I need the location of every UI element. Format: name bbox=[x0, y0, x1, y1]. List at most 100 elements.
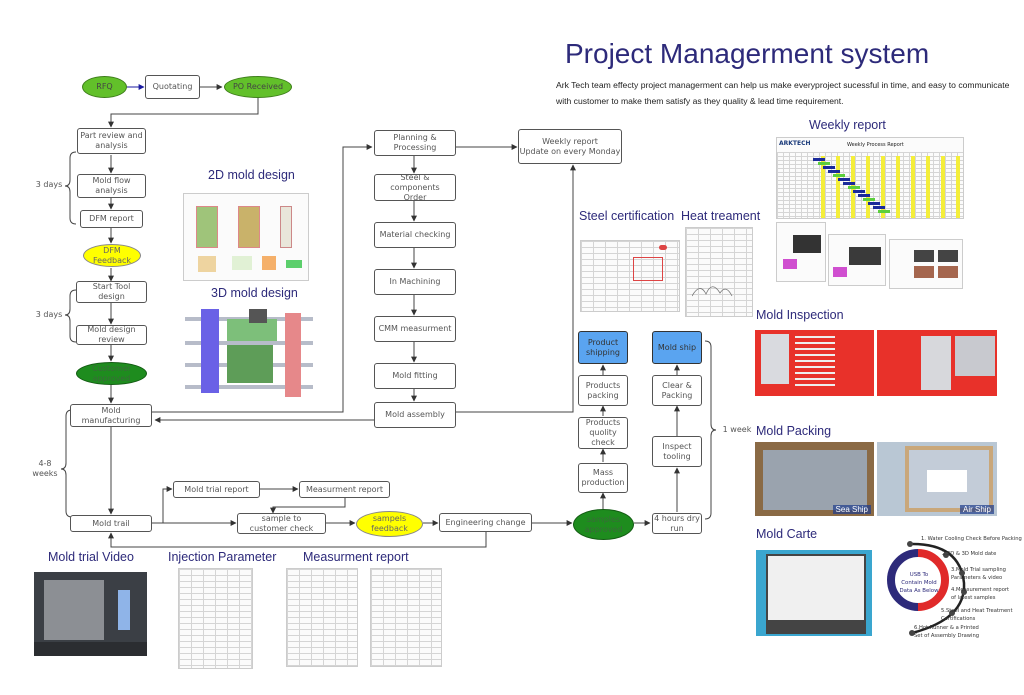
node-material-checking: Material checking bbox=[374, 222, 456, 248]
node-engineering-change: Engineering change bbox=[439, 513, 532, 532]
gantt-task-bar bbox=[813, 158, 825, 161]
section-title-measurment-report: Measurment report bbox=[303, 550, 409, 564]
gantt-milestone-column bbox=[956, 156, 960, 218]
gantt-milestone-column bbox=[926, 156, 930, 218]
weekly-report-page-2 bbox=[828, 234, 886, 286]
mold-carte-item-6: 6.Hot Runner & a Printed Set of Assembly… bbox=[914, 625, 980, 639]
carte-step-dot-3 bbox=[959, 570, 965, 576]
mold-carte-item-3: 3.Mold Trial sampling Parameters & video bbox=[951, 567, 1006, 581]
gantt-milestone-column bbox=[836, 156, 840, 218]
gantt-task-bar bbox=[858, 194, 870, 197]
mold-carte-item-1: 1. Water Cooling Check Before Packing bbox=[921, 536, 1022, 542]
mold-inspection-photo-2 bbox=[877, 330, 997, 396]
mold-carte-item-5: 5.Steel and Heat Treatment Certification… bbox=[941, 608, 1013, 622]
sea-ship-label: Sea Ship bbox=[832, 505, 871, 514]
weekly-report-page-3 bbox=[889, 239, 963, 289]
mold-carte-item-4: 4.Measurement report of latest samples bbox=[951, 587, 1010, 601]
section-title-weekly-report: Weekly report bbox=[809, 118, 886, 132]
mold-carte-usb-ring bbox=[887, 541, 967, 636]
gantt-milestone-column bbox=[941, 156, 945, 218]
node-inspect-tooling: Inspect tooling bbox=[652, 436, 702, 467]
weekly-report-page-1 bbox=[776, 222, 826, 282]
mold-packing-air-ship-photo: Air Ship bbox=[877, 442, 997, 516]
node-product-shipping: Product shipping bbox=[578, 331, 628, 364]
section-title-injection-parameter: Injection Parameter bbox=[168, 550, 277, 564]
steel-certificate-image bbox=[580, 240, 680, 312]
node-po-received: PO Received bbox=[224, 76, 292, 98]
gantt-task-bar bbox=[878, 210, 890, 213]
gantt-task-bar bbox=[828, 170, 840, 173]
node-quotating: Quotating bbox=[145, 75, 200, 99]
node-start-tool-design: Start Tool design bbox=[76, 281, 147, 303]
node-measurment-report: Measurment report bbox=[299, 481, 390, 498]
gantt-task-bar bbox=[818, 162, 830, 165]
node-mold-fitting: Mold fitting bbox=[374, 363, 456, 389]
node-mold-assembly: Mold assembly bbox=[374, 402, 456, 428]
node-mold-flow: Mold flow analysis bbox=[77, 174, 146, 198]
weekly-report-heading: Weekly Process Report bbox=[847, 142, 904, 148]
duration-label-dfm: 3 days bbox=[35, 180, 63, 189]
section-title-mold-packing: Mold Packing bbox=[756, 424, 832, 438]
section-title-mold-carte: Mold Carte bbox=[756, 527, 818, 541]
node-mass-production: Mass production bbox=[578, 463, 628, 493]
node-dfm-feedback: DFM Feedback bbox=[83, 244, 141, 267]
heat-treatment-report-image bbox=[685, 227, 753, 317]
node-sampels-feedback: sampels feedback bbox=[356, 511, 423, 537]
carte-step-dot-5 bbox=[949, 610, 955, 616]
node-rfq: RFQ bbox=[82, 76, 127, 98]
gantt-milestone-column bbox=[881, 156, 885, 218]
gantt-task-bar bbox=[848, 186, 860, 189]
air-ship-label: Air Ship bbox=[959, 505, 994, 514]
measurment-report-sheet-2 bbox=[370, 568, 442, 667]
usb-label: USB To Contain Mold Data As Below bbox=[899, 572, 939, 594]
node-planning-processing: Planning & Processing bbox=[374, 130, 456, 156]
weekly-report-gantt-image: ARKTECH Weekly Process Report bbox=[776, 137, 964, 219]
node-in-machining: In Machining bbox=[374, 269, 456, 295]
carte-step-dot-4 bbox=[961, 589, 967, 595]
node-products-quality-check: Products quolity check bbox=[578, 417, 628, 449]
gantt-milestone-column bbox=[821, 156, 825, 218]
page-title: Project Managerment system bbox=[565, 38, 930, 69]
node-products-packing: Products packing bbox=[578, 375, 628, 406]
duration-label-shipping: 1 week bbox=[722, 425, 752, 434]
node-mold-ship: Mold ship bbox=[652, 331, 702, 364]
carte-step-dot-2 bbox=[943, 552, 949, 558]
node-dfm-report: DFM report bbox=[80, 210, 143, 228]
node-mold-design-review: Mold design review bbox=[76, 325, 147, 345]
measurment-report-sheet-1 bbox=[286, 568, 358, 667]
gantt-task-bar bbox=[823, 166, 835, 169]
weekly-report-brand: ARKTECH bbox=[779, 140, 811, 147]
gantt-milestone-column bbox=[896, 156, 900, 218]
gantt-task-bar bbox=[853, 190, 865, 193]
gantt-milestone-column bbox=[866, 156, 870, 218]
injection-parameter-sheet bbox=[178, 568, 253, 669]
node-customer-approved: Customer approved bbox=[76, 362, 147, 385]
mold-inspection-photo-1 bbox=[755, 330, 874, 396]
node-clear-packing: Clear & Packing bbox=[652, 375, 702, 406]
mold-trial-video-thumbnail bbox=[34, 572, 147, 656]
section-title-mold-inspection: Mold Inspection bbox=[756, 308, 844, 322]
gantt-task-bar bbox=[873, 206, 885, 209]
gantt-task-bar bbox=[843, 182, 855, 185]
node-mold-manufacturing: Mold manufacturing bbox=[70, 404, 152, 427]
node-mold-trial-report: Mold trial report bbox=[173, 481, 260, 498]
node-4-hours-dry-run: 4 hours dry run bbox=[652, 513, 702, 534]
carte-step-dot-1 bbox=[907, 541, 913, 547]
2d-mold-drawing-image bbox=[183, 193, 309, 281]
section-title-mold-trial-video: Mold trial Video bbox=[48, 550, 134, 564]
section-title-2d-mold-design: 2D mold design bbox=[208, 168, 295, 182]
page-subtitle: Ark Tech team effecty project managermen… bbox=[556, 80, 1010, 106]
section-title-3d-mold-design: 3D mold design bbox=[211, 286, 298, 300]
gantt-task-bar bbox=[838, 178, 850, 181]
duration-label-manufacturing: 4-8 weeks bbox=[32, 459, 58, 478]
section-title-steel-certification: Steel certification bbox=[579, 209, 675, 223]
mold-packing-sea-ship-photo: Sea Ship bbox=[755, 442, 874, 516]
mold-carte-photo bbox=[756, 550, 872, 636]
3d-mold-model-image bbox=[185, 305, 313, 397]
section-title-heat-treatment: Heat treament bbox=[681, 209, 761, 223]
duration-label-design: 3 days bbox=[35, 310, 63, 319]
node-part-review: Part review and analysis bbox=[77, 128, 146, 154]
carte-step-dot-6 bbox=[909, 630, 915, 636]
node-cmm-measurment: CMM measurment bbox=[374, 316, 456, 342]
